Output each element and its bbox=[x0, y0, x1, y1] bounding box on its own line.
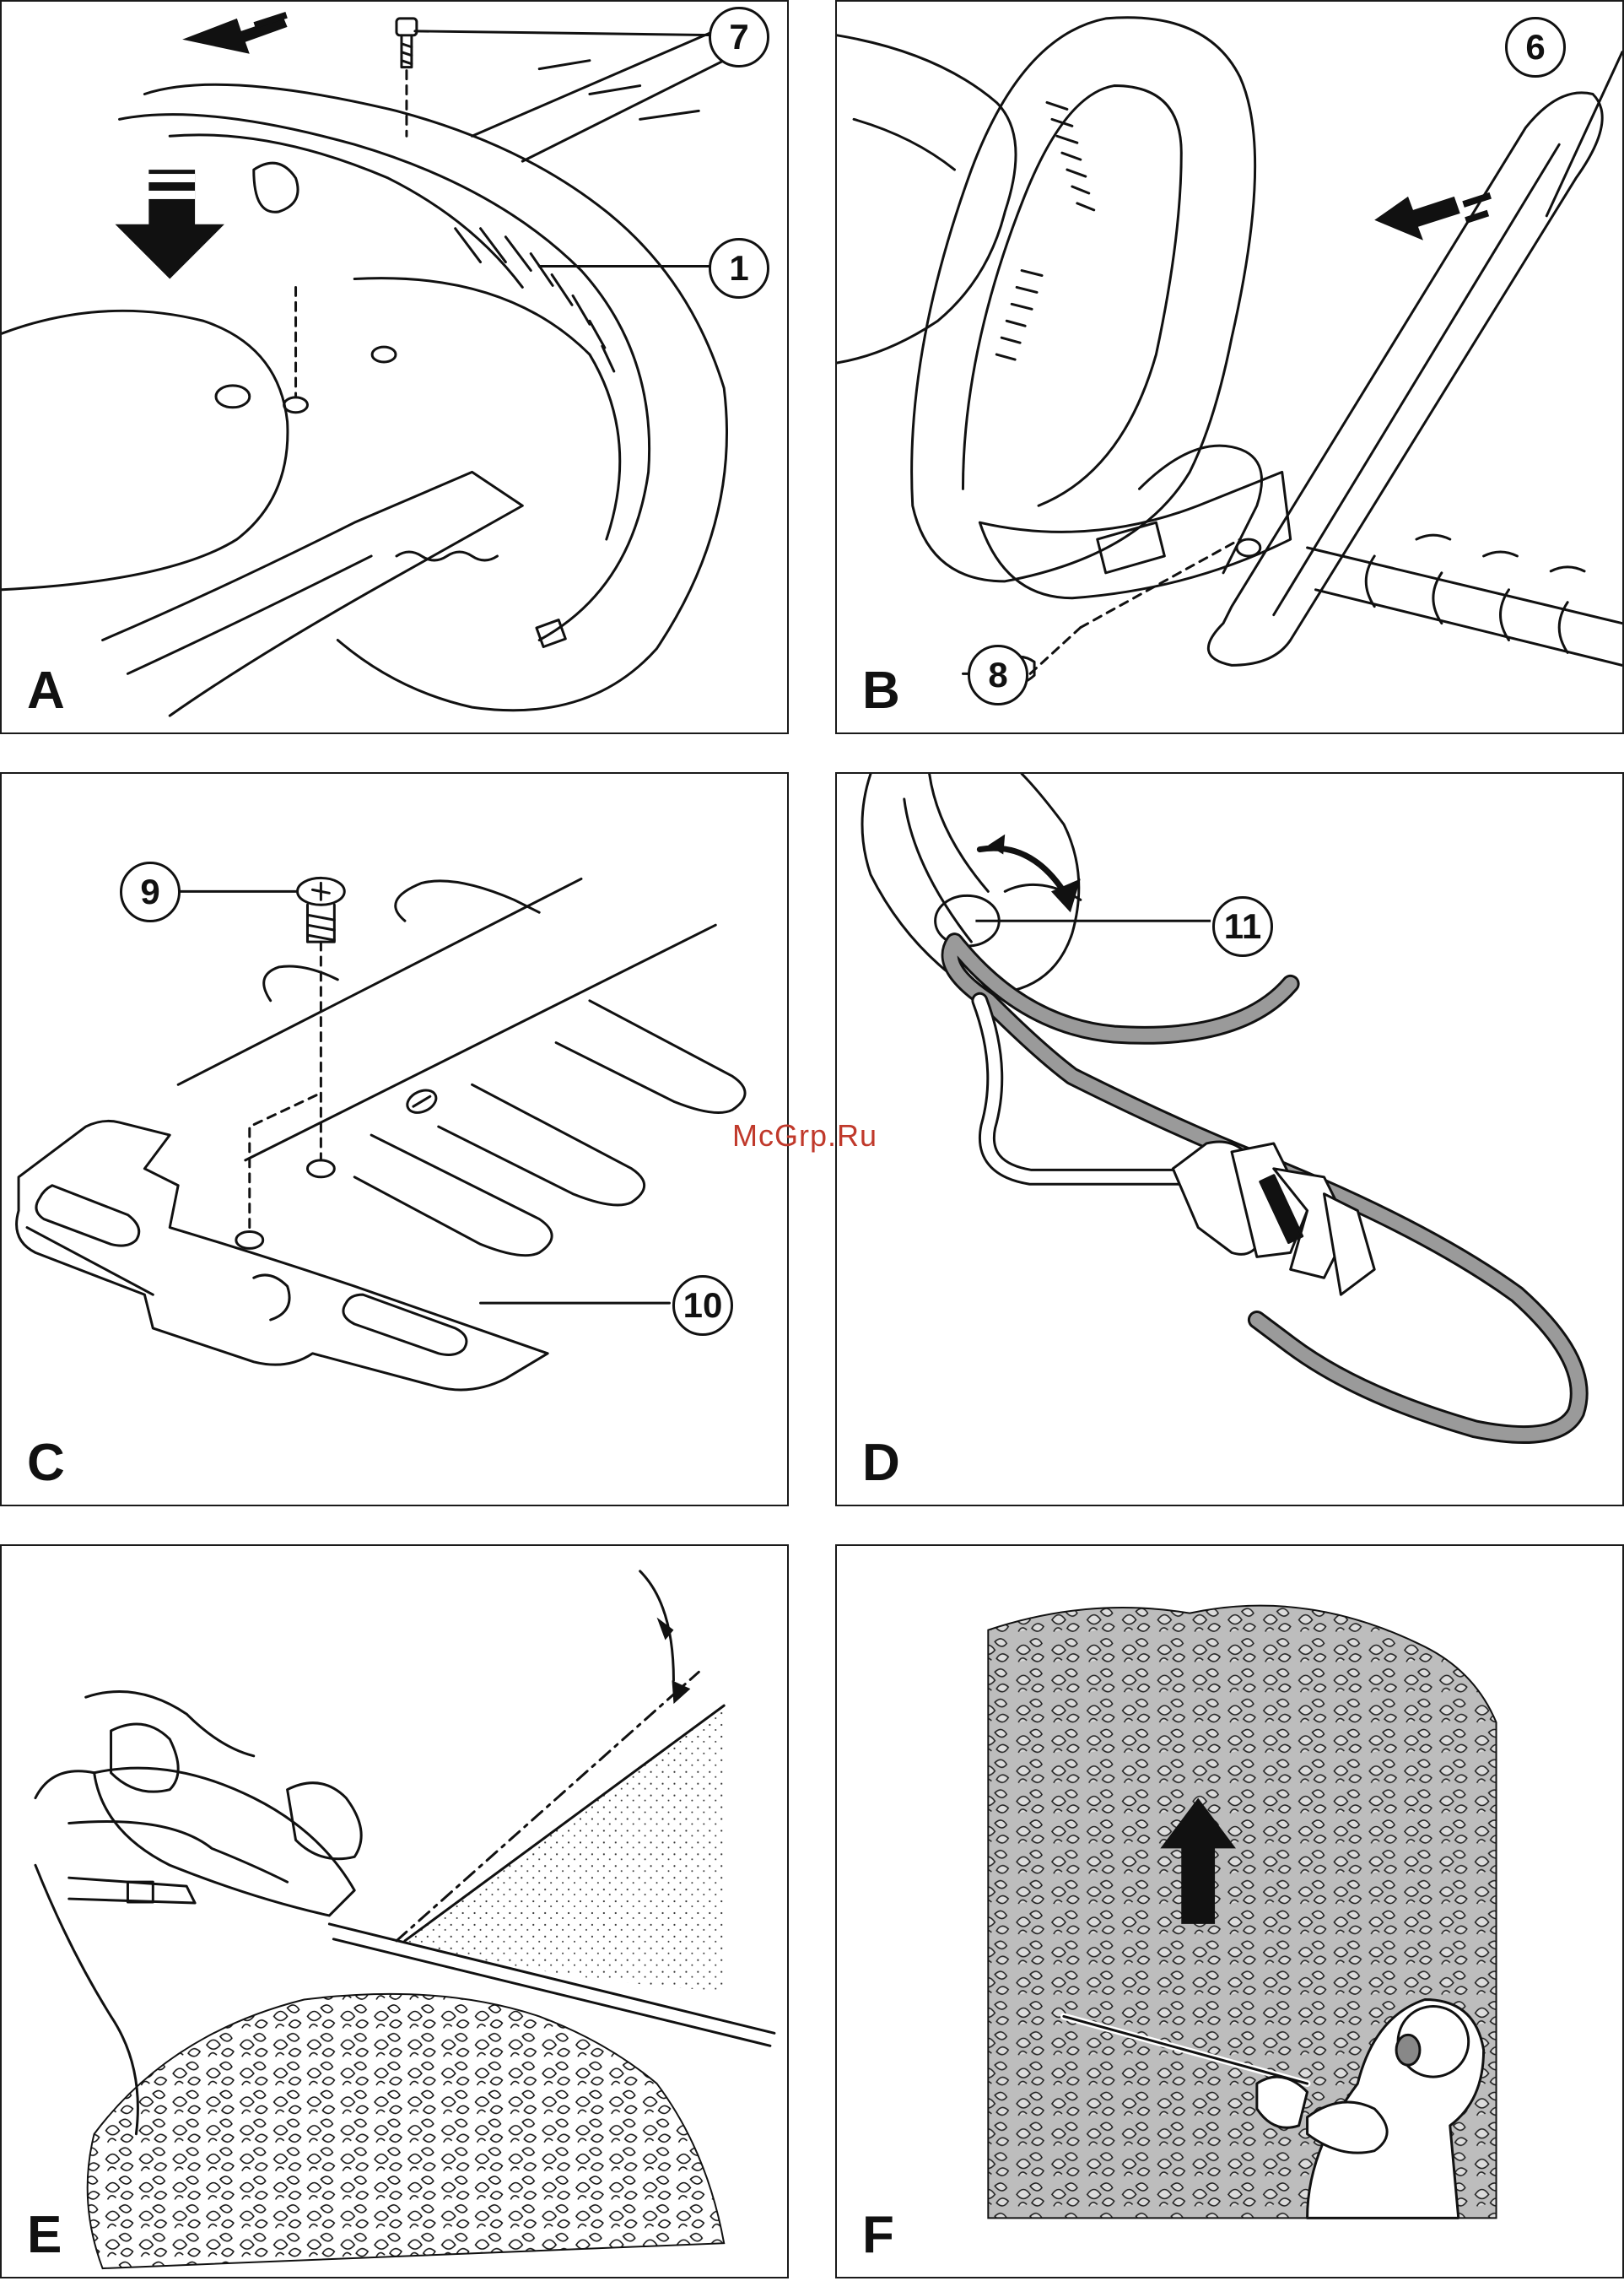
callout-1: 1 bbox=[709, 238, 769, 299]
panel-letter: D bbox=[862, 1437, 900, 1489]
figure-panel-f: F bbox=[835, 1544, 1624, 2278]
figure-panel-c: 9 10 C bbox=[0, 772, 789, 1506]
blade-guard-illustration bbox=[2, 774, 787, 1505]
callout-9: 9 bbox=[120, 862, 181, 922]
figure-panel-e: E bbox=[0, 1544, 789, 2278]
panel-letter: B bbox=[862, 665, 900, 717]
callout-11: 11 bbox=[1212, 896, 1273, 957]
handle-mounting-illustration bbox=[2, 2, 787, 732]
callout-6: 6 bbox=[1505, 17, 1566, 78]
panel-letter: A bbox=[27, 665, 65, 717]
figure-panel-b: 6 8 B bbox=[835, 0, 1624, 734]
watermark: McGrp.Ru bbox=[732, 1118, 877, 1154]
panel-letter: E bbox=[27, 2209, 62, 2262]
horizontal-trimming-illustration bbox=[2, 1546, 787, 2277]
figure-panel-d: 11 D bbox=[835, 772, 1624, 1506]
handle-guard-illustration bbox=[837, 2, 1622, 732]
cord-retainer-illustration bbox=[837, 774, 1622, 1505]
callout-8: 8 bbox=[968, 645, 1028, 705]
panel-letter: C bbox=[27, 1437, 65, 1489]
figure-panel-a: 7 1 A bbox=[0, 0, 789, 734]
callout-10: 10 bbox=[672, 1275, 733, 1336]
panel-letter: F bbox=[862, 2209, 894, 2262]
vertical-trimming-illustration bbox=[837, 1546, 1622, 2277]
callout-7: 7 bbox=[709, 7, 769, 68]
